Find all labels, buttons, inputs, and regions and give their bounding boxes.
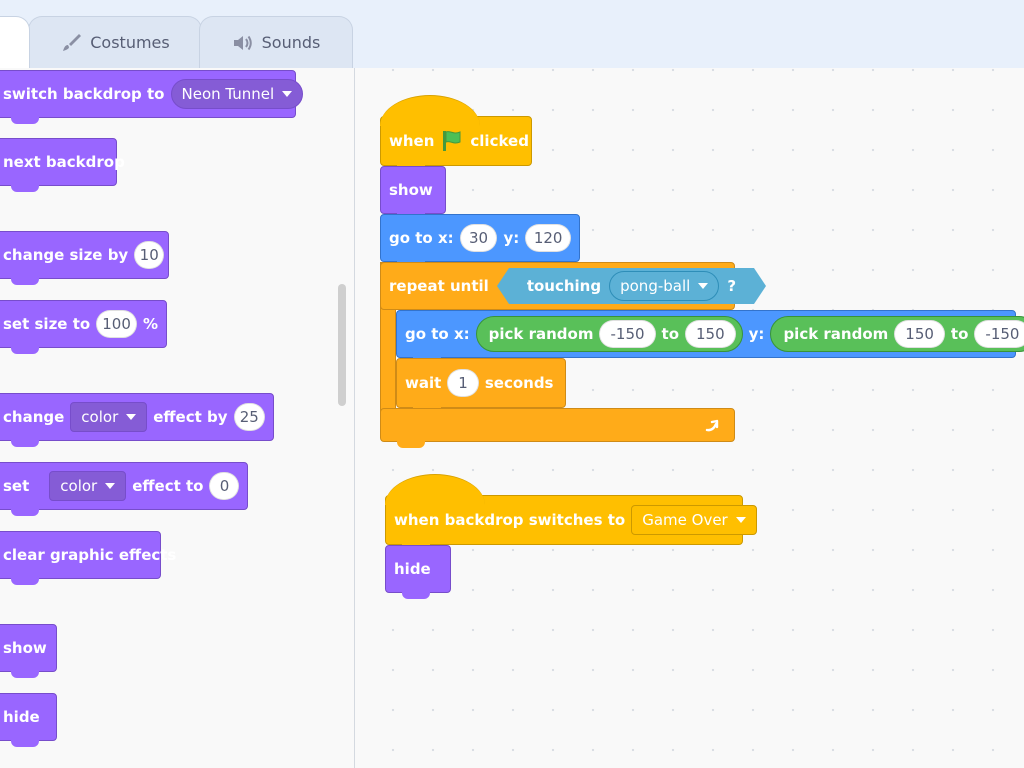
block-label: clicked [470, 132, 529, 150]
block-label: repeat until [389, 277, 489, 295]
operator-label: pick random [783, 325, 889, 343]
green-flag-icon [440, 129, 464, 153]
block-label: change [3, 408, 65, 426]
pick-random-x-block[interactable]: pick random -150 to 150 [475, 316, 743, 352]
when-backdrop-switches-block[interactable]: when backdrop switches to Game Over [385, 474, 757, 551]
y-input[interactable]: 120 [525, 224, 571, 252]
block-label: wait [405, 374, 442, 392]
palette-show-block[interactable]: show [0, 624, 57, 678]
tab-costumes-label: Costumes [90, 33, 170, 52]
dropdown-value: color [81, 408, 119, 426]
block-label: go to x: [389, 229, 454, 247]
percent-label: % [142, 315, 158, 333]
dropdown-value: color [60, 477, 98, 495]
caret-down-icon [735, 517, 746, 523]
loop-arrow-icon [704, 416, 722, 434]
palette-hide-block[interactable]: hide [0, 693, 57, 747]
palette-scrollbar[interactable] [338, 284, 346, 406]
question-mark: ? [727, 277, 737, 295]
repeat-until-bottom [380, 408, 735, 448]
hide-block[interactable]: hide [385, 545, 451, 599]
seconds-label: seconds [484, 374, 554, 392]
script-workspace[interactable]: when clicked show go to x: 30 y: 120 rep… [355, 68, 1024, 768]
go-to-xy-block[interactable]: go to x: 30 y: 120 [380, 214, 580, 268]
block-label: when [389, 132, 435, 150]
dropdown-value: Neon Tunnel [181, 85, 275, 103]
to-label: to [950, 325, 969, 343]
when-flag-clicked-block[interactable]: when clicked [380, 95, 532, 172]
pick-random-y-block[interactable]: pick random 150 to -150 [770, 316, 1024, 352]
caret-down-icon [105, 483, 116, 489]
block-label: set size to [3, 315, 91, 333]
block-label: show [3, 639, 47, 657]
palette-change-effect-block[interactable]: change color effect by 25 [0, 393, 274, 447]
size-input[interactable]: 100 [96, 310, 137, 338]
size-change-input[interactable]: 10 [134, 241, 165, 269]
editor-tab-bar: Costumes Sounds [0, 0, 1024, 69]
x-input[interactable]: 30 [459, 224, 498, 252]
y-label: y: [503, 229, 520, 247]
tab-costumes[interactable]: Costumes [28, 16, 202, 68]
caret-down-icon [126, 414, 137, 420]
block-label: show [389, 181, 433, 199]
y-label: y: [748, 325, 765, 343]
effect-dropdown[interactable]: color [70, 402, 148, 432]
random-from-input[interactable]: 150 [894, 320, 945, 348]
palette-switch-backdrop-block[interactable]: switch backdrop to Neon Tunnel [0, 70, 304, 124]
block-label: go to x: [405, 325, 470, 343]
inner-go-to-xy-block[interactable]: go to x: pick random -150 to 150 y: pick… [396, 310, 1024, 364]
effect-value-input[interactable]: 0 [209, 472, 240, 500]
palette-set-size-block[interactable]: set size to 100 % [0, 300, 167, 354]
palette-set-effect-block[interactable]: set color effect to 0 [0, 462, 248, 516]
random-from-input[interactable]: -150 [599, 320, 656, 348]
touching-boolean-block[interactable]: touching pong-ball ? [496, 268, 767, 304]
effect-change-input[interactable]: 25 [233, 403, 265, 431]
tab-sounds-label: Sounds [261, 33, 321, 52]
random-to-input[interactable]: 150 [685, 320, 736, 348]
block-label: clear graphic effects [3, 546, 177, 564]
block-label: hide [394, 560, 431, 578]
touching-target-dropdown[interactable]: pong-ball [609, 271, 720, 301]
tab-code[interactable] [0, 16, 30, 68]
speaker-icon [232, 33, 254, 53]
paintbrush-icon [60, 32, 82, 54]
wait-seconds-block[interactable]: wait 1 seconds [396, 358, 566, 414]
dropdown-value: Game Over [642, 511, 728, 529]
block-label: next backdrop [3, 153, 125, 171]
tab-sounds[interactable]: Sounds [199, 16, 353, 68]
effect-dropdown[interactable]: color [49, 471, 127, 501]
block-label: set [3, 477, 30, 495]
block-label: when backdrop switches to [394, 511, 626, 529]
block-label-2: effect by [153, 408, 228, 426]
touching-label: touching [526, 277, 602, 295]
palette-clear-effects-block[interactable]: clear graphic effects [0, 531, 176, 585]
caret-down-icon [282, 91, 293, 97]
show-block[interactable]: show [380, 166, 446, 220]
block-label: hide [3, 708, 40, 726]
block-palette: switch backdrop to Neon Tunnel next back… [0, 68, 355, 768]
random-to-input[interactable]: -150 [974, 320, 1024, 348]
backdrop-dropdown[interactable]: Game Over [631, 505, 757, 535]
dropdown-value: pong-ball [620, 277, 691, 295]
block-label-2: effect to [132, 477, 204, 495]
block-label: switch backdrop to [3, 85, 165, 103]
caret-down-icon [698, 283, 709, 289]
palette-change-size-block[interactable]: change size by 10 [0, 231, 169, 285]
repeat-until-block[interactable]: repeat until touching pong-ball ? [380, 262, 767, 310]
operator-label: pick random [488, 325, 594, 343]
palette-next-backdrop-block[interactable]: next backdrop [0, 138, 125, 192]
wait-input[interactable]: 1 [447, 369, 479, 397]
block-label: change size by [3, 246, 129, 264]
to-label: to [661, 325, 680, 343]
backdrop-dropdown[interactable]: Neon Tunnel [170, 79, 304, 109]
